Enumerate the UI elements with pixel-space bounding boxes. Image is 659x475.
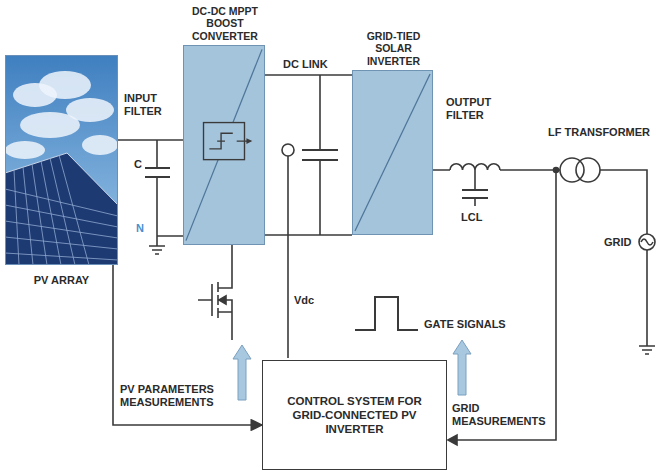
ground-symbol (149, 236, 165, 254)
pv-array-photo (5, 55, 118, 265)
capacitor-symbol (302, 150, 338, 160)
dc-link-capacitor-wire (319, 75, 321, 235)
part-label: Vdc (294, 294, 314, 307)
input-capacitor-wire (157, 140, 183, 236)
dc-link-wire (265, 234, 352, 236)
part-label: OUTPUT FILTER (446, 96, 510, 122)
box-heading: PV ARRAY (0, 274, 123, 287)
part-label: LCL (461, 211, 482, 224)
transformer-symbol (576, 158, 600, 182)
current-sensor-symbol (282, 144, 294, 156)
gate-pulse-symbol (355, 297, 418, 330)
part-label: GATE SIGNALS (424, 318, 506, 331)
inverter-box: GRID-TIED SOLAR INVERTER (352, 70, 433, 235)
arrow-head (246, 138, 252, 144)
boost-converter-box: DC-DC MPPT BOOST CONVERTER (183, 45, 265, 245)
part-label: DC LINK (283, 58, 328, 71)
sine-symbol (641, 239, 653, 245)
ac-source-symbol (639, 234, 655, 250)
diagonal-line (355, 74, 430, 231)
capacitor-symbol (145, 168, 170, 177)
grid-measurement-wire (455, 170, 556, 440)
cloud (39, 71, 91, 99)
output-wire (433, 169, 560, 171)
wire-connector (113, 265, 262, 425)
part-label: INPUT FILTER (124, 92, 182, 118)
sky (5, 55, 118, 265)
arrow-head (448, 435, 457, 445)
vdc-measurement-wire (287, 156, 289, 358)
solar-panel (5, 153, 118, 265)
capacitor-symbol (462, 190, 488, 198)
cloud (5, 141, 45, 159)
part-label: GRID MEASUREMENTS (452, 402, 552, 428)
mosfet-arrow (219, 296, 226, 304)
panel-grid (5, 155, 118, 265)
mosfet-symbol (198, 245, 232, 340)
part-label: LF TRANSFORMER (548, 126, 650, 139)
box-heading: GRID-TIED SOLAR INVERTER (352, 30, 436, 68)
ground-symbol (639, 250, 655, 354)
filter-capacitor-wire (474, 170, 476, 206)
diagonal-line (186, 49, 262, 240)
converter-symbol (353, 71, 432, 234)
part-label: GRID (604, 236, 632, 249)
box-heading: DC-DC MPPT BOOST CONVERTER (180, 5, 270, 43)
cloud (82, 135, 118, 155)
part-label: C (134, 158, 142, 171)
box-text: CONTROL SYSTEM FOR GRID-CONNECTED PV INV… (277, 394, 432, 436)
control-system-box: CONTROL SYSTEM FOR GRID-CONNECTED PV INV… (262, 360, 447, 470)
part-label: PV PARAMETERS MEASUREMENTS (120, 383, 230, 409)
grid-wire (600, 170, 647, 234)
wire-connector (118, 139, 183, 141)
inductor-symbol (450, 164, 500, 170)
cloud (20, 112, 80, 138)
switch-symbol (209, 133, 250, 149)
block-arrow (233, 345, 251, 400)
converter-symbol (184, 46, 264, 244)
block-arrow (453, 340, 471, 395)
photo-frame (6, 56, 118, 265)
pv-array-node: PV ARRAY (5, 55, 118, 265)
part-label: N (136, 222, 144, 235)
wire-connector (265, 74, 352, 76)
